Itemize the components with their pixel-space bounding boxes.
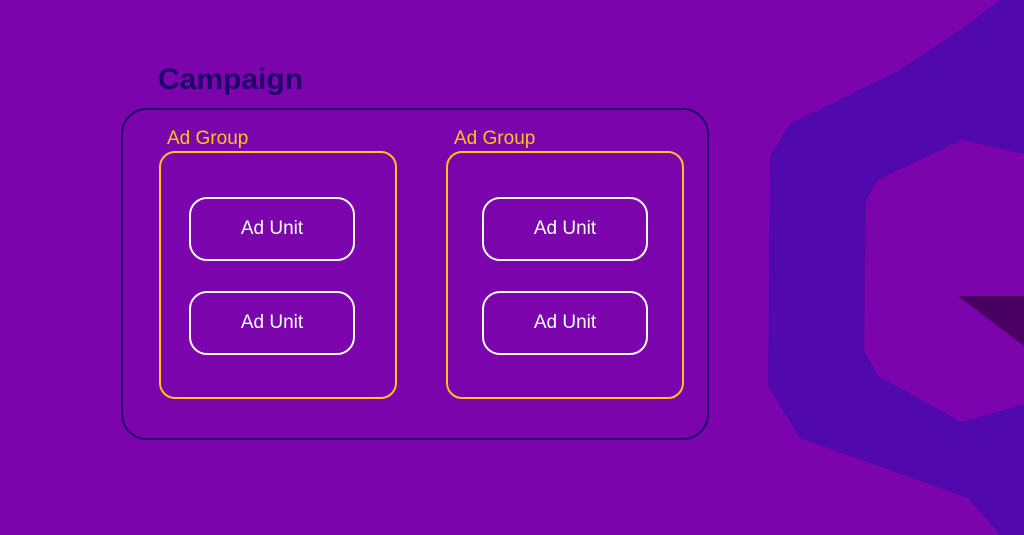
ad-group-label: Ad Group [167, 128, 249, 149]
ad-group-container: Ad Unit Ad Unit [159, 151, 397, 399]
logo-hexagon-shadow [958, 296, 1024, 346]
ad-unit-box: Ad Unit [189, 291, 355, 355]
ad-group-label: Ad Group [454, 128, 536, 149]
ad-unit-box: Ad Unit [189, 197, 355, 261]
campaign-container [121, 108, 709, 440]
ad-unit-box: Ad Unit [482, 197, 648, 261]
ad-unit-box: Ad Unit [482, 291, 648, 355]
campaign-title: Campaign [158, 63, 304, 96]
logo-hexagon-shape [768, 0, 1024, 535]
ad-group-container: Ad Unit Ad Unit [446, 151, 684, 399]
